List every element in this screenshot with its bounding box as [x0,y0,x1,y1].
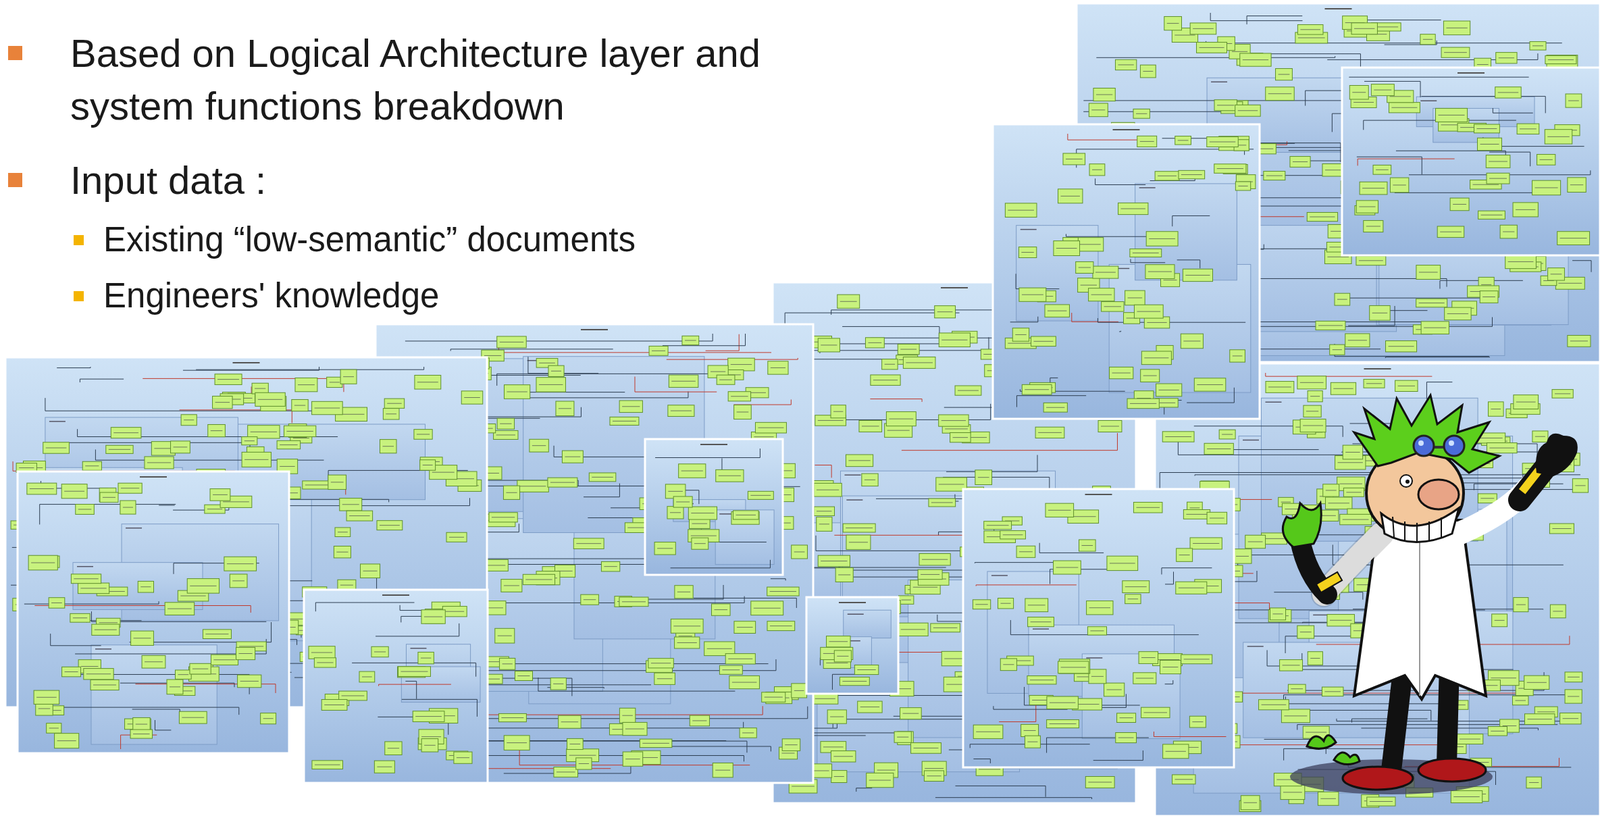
diagram-screenshot [963,488,1234,768]
diagram-screenshot [1342,67,1600,256]
bullet-text: Based on Logical Architecture layer and … [70,27,868,133]
diagram-screenshot [303,589,488,783]
bullet-square [73,235,84,246]
bullet-text: Existing “low-semantic” documents [103,217,636,263]
bullet-square [73,291,84,302]
diagram-screenshot [17,471,290,754]
diagram-screenshot [644,439,783,575]
bullet-text: Engineers' knowledge [103,273,440,319]
diagram-screenshot [992,124,1260,419]
bullet-text: Input data : [70,153,267,207]
bullet-square [8,45,23,61]
mad-scientist [1282,395,1578,795]
bullet-square [8,172,23,188]
diagram-screenshot [806,597,899,694]
